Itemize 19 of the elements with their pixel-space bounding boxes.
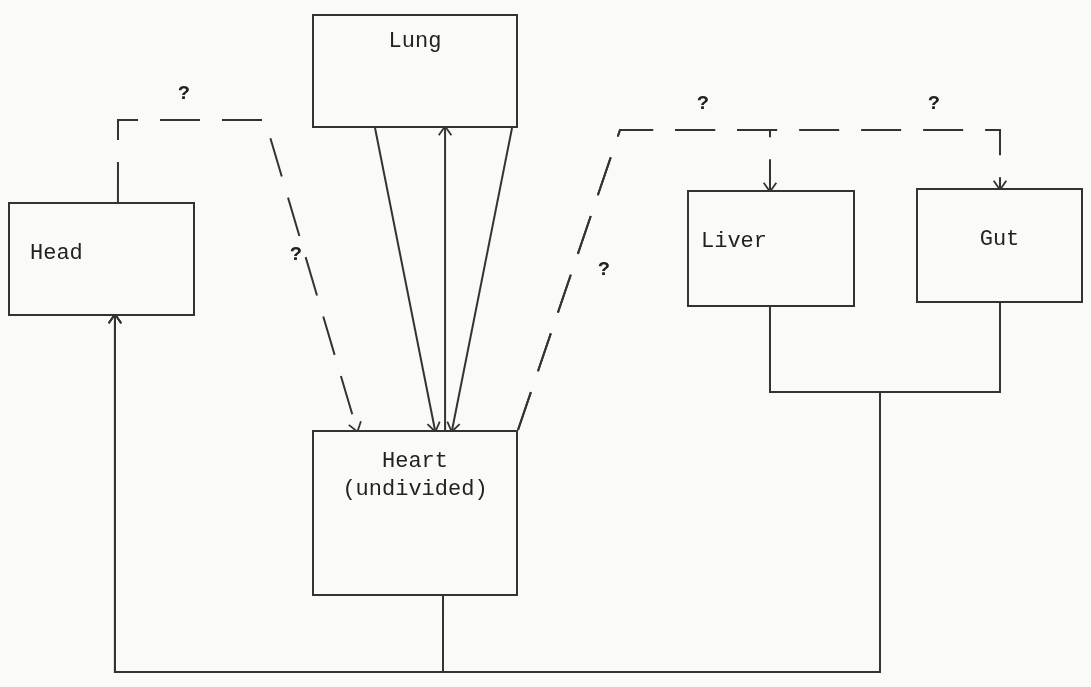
arrow [446,127,514,433]
organ-box [8,202,195,316]
organ-name: Gut [979,226,1020,254]
question-mark-label: ? [290,243,302,267]
arrow [374,127,441,433]
organ-name: Head [30,240,83,268]
organ-box [916,188,1083,303]
arrow [116,119,362,433]
arrow [517,129,1008,431]
edge-label: ? [928,92,940,116]
edge-label: ? [697,92,709,116]
question-mark-label: ? [598,258,610,282]
organ-name: Heart (undivided) [341,448,489,504]
organ-box [687,190,855,307]
organ-name: Lung [388,28,442,56]
organ-box [312,14,518,128]
organ-box [312,430,518,596]
organ-name: Liver [701,228,767,256]
edge-label: ? [178,82,190,106]
